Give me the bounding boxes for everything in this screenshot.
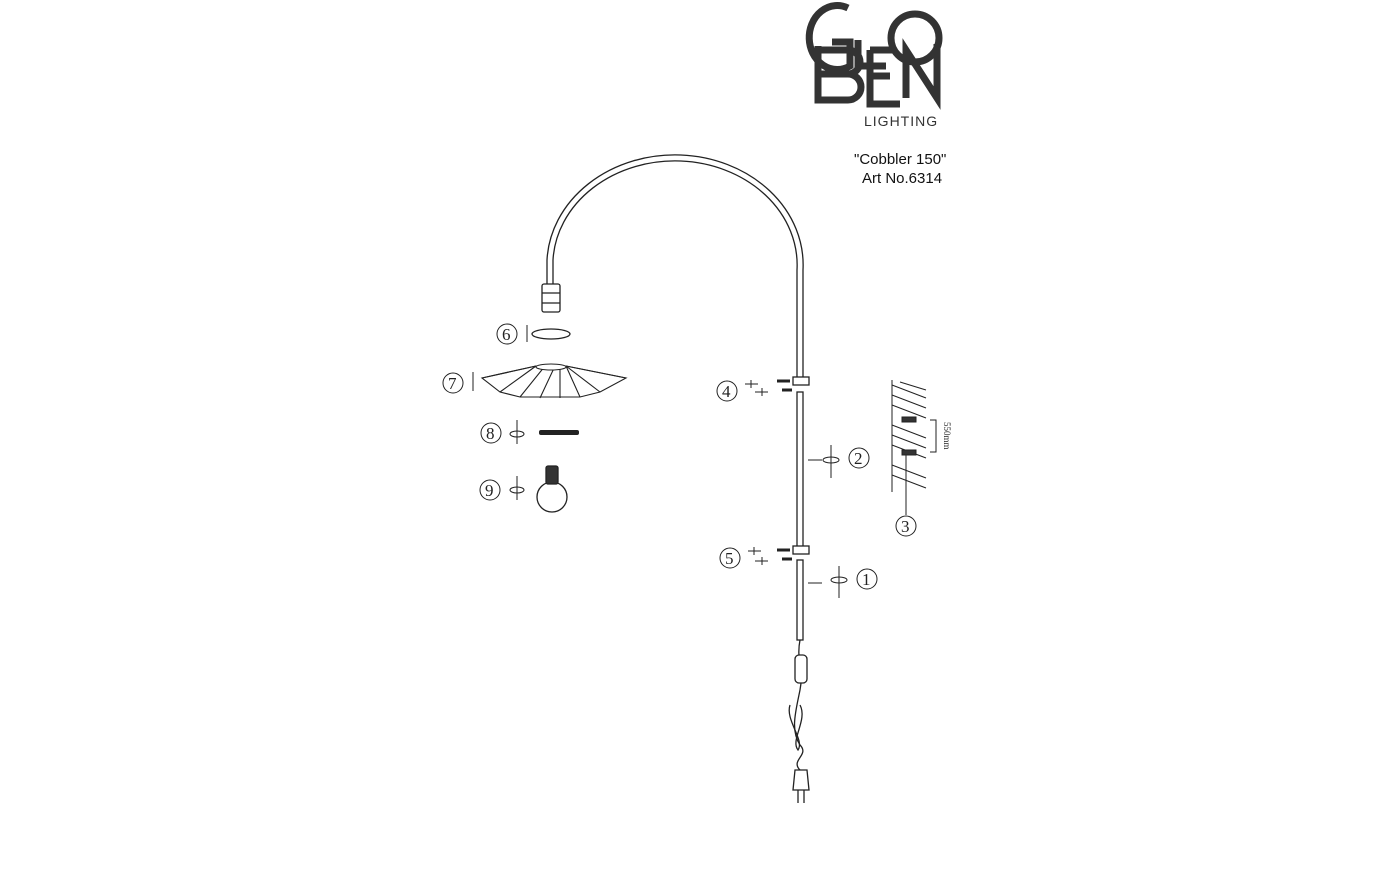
dimension-label: 550mm bbox=[942, 422, 952, 450]
logo-subtitle: LIGHTING bbox=[864, 113, 938, 129]
article-number: Art No.6314 bbox=[862, 170, 942, 187]
pleated-shade bbox=[480, 363, 628, 399]
wall-brackets bbox=[777, 376, 810, 561]
globen-logo bbox=[805, 2, 943, 110]
socket bbox=[541, 283, 561, 313]
lamp-arm bbox=[546, 154, 804, 771]
product-name: "Cobbler 150" bbox=[854, 151, 946, 168]
step-4: 4 bbox=[722, 382, 731, 401]
step-7: 7 bbox=[448, 374, 457, 393]
step-markers bbox=[442, 323, 917, 598]
washer-ring bbox=[539, 430, 579, 435]
wall-section bbox=[891, 380, 937, 515]
step-9: 9 bbox=[485, 481, 494, 500]
step-3: 3 bbox=[901, 517, 910, 536]
cord-switch bbox=[794, 654, 808, 684]
light-bulb bbox=[536, 465, 568, 513]
ring-part bbox=[531, 328, 571, 340]
step-8: 8 bbox=[486, 424, 495, 443]
step-1: 1 bbox=[862, 570, 871, 589]
step-5: 5 bbox=[725, 549, 734, 568]
step-numbers: 1 2 3 4 5 6 7 8 9 bbox=[448, 325, 910, 589]
step-6: 6 bbox=[502, 325, 511, 344]
step-2: 2 bbox=[854, 449, 863, 468]
plug bbox=[792, 769, 810, 803]
